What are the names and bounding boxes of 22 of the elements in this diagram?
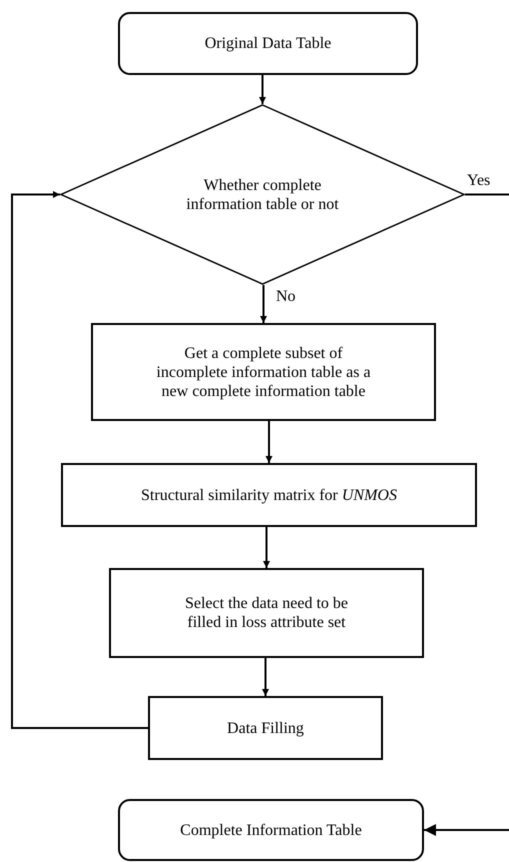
arrow [266, 421, 272, 463]
process-box [91, 323, 436, 421]
arrow [260, 285, 267, 323]
box-text: Data Filling [227, 718, 304, 738]
arrow [263, 527, 270, 568]
box-text: Select the data need to be filled in loss attribute set [184, 594, 350, 632]
box-text: Complete Information Table [180, 820, 362, 840]
arrow [262, 658, 269, 696]
terminal-box [118, 12, 418, 75]
box-text: Original Data Table [204, 34, 332, 53]
process-box [148, 696, 383, 760]
box-text: Structural similarity matrix for UNMOS [141, 486, 397, 504]
box-text: Get a complete subset of incomplete information table as a new complete information table [155, 344, 372, 400]
decision-diamond [60, 104, 465, 285]
box-text: Whether complete information table or not [185, 176, 340, 214]
arrow [11, 191, 148, 729]
process-box [61, 463, 477, 527]
arrow [424, 824, 509, 836]
process-box [109, 568, 424, 658]
terminal-box [118, 799, 424, 861]
arrow [259, 75, 266, 104]
connector-line [465, 194, 509, 196]
